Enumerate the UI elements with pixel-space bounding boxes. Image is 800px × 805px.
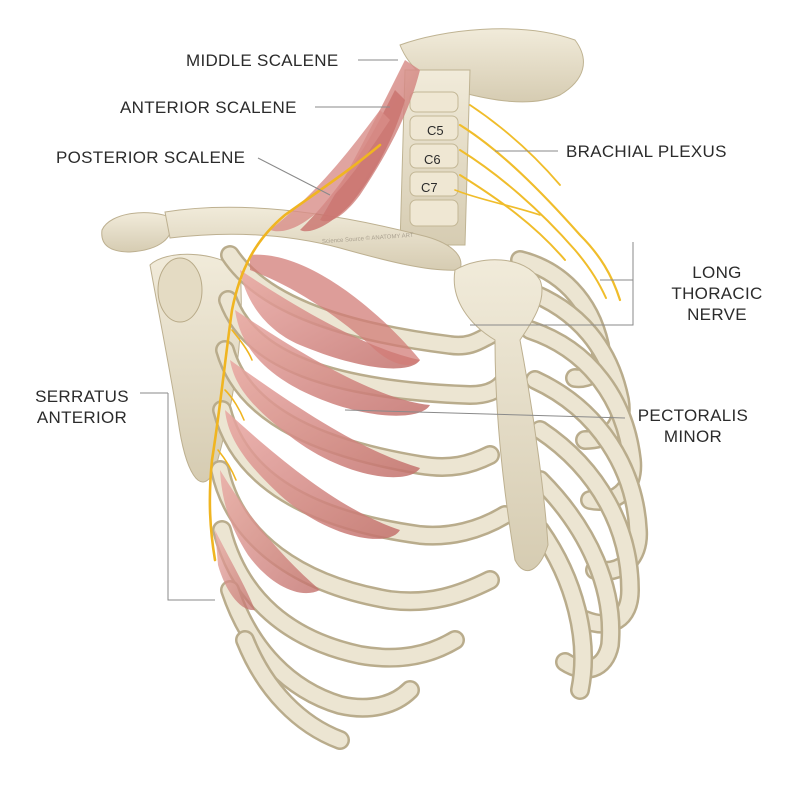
label-pectoralis-minor: PECTORALIS MINOR: [637, 406, 749, 446]
rib: [237, 632, 348, 748]
acromion: [101, 212, 173, 253]
serratus-anterior-muscle: [215, 270, 430, 611]
glenoid: [157, 257, 203, 323]
vertebra-label-c7: C7: [421, 180, 438, 195]
label-middle-scalene: MIDDLE SCALENE: [186, 51, 339, 70]
pectoralis-minor-muscle: [250, 254, 420, 365]
brachial-plexus-nerves: [454, 104, 622, 302]
rib: [532, 522, 591, 698]
label-long-thoracic-nerve: LONG THORACIC NERVE: [671, 263, 763, 324]
long-thoracic-nerve: [208, 143, 382, 562]
vertebra-label-c6: C6: [424, 152, 441, 167]
cervical-spine: [399, 69, 471, 246]
label-brachial-plexus: BRACHIAL PLEXUS: [566, 142, 727, 161]
rib: [214, 522, 463, 666]
leader-lines: [140, 59, 634, 601]
scalene-muscles: [270, 60, 420, 232]
sternum: [453, 259, 549, 572]
label-serratus-anterior: SERRATUS ANTERIOR: [35, 387, 129, 427]
label-anterior-scalene: ANTERIOR SCALENE: [120, 98, 297, 117]
label-posterior-scalene: POSTERIOR SCALENE: [56, 148, 246, 167]
vertebra-label-c5: C5: [427, 123, 444, 138]
